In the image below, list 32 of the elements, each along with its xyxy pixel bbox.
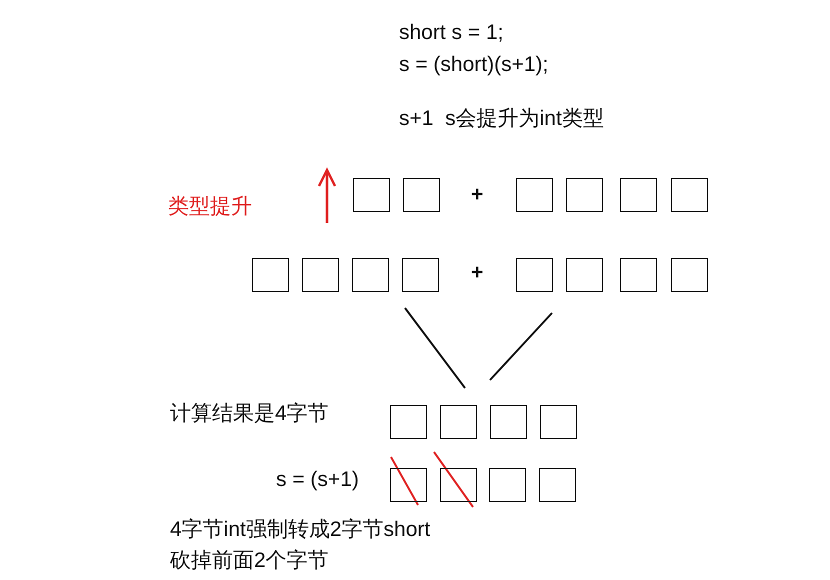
code-line: s = (short)(s+1);: [399, 52, 548, 78]
note-text: 计算结果是4字节: [170, 401, 329, 427]
code-line: short s = 1;: [399, 20, 504, 46]
byte-box: [352, 258, 389, 292]
plus-sign: +: [471, 182, 484, 208]
note-text: s+1 s会提升为int类型: [399, 106, 604, 132]
note-text: 砍掉前面2个字节: [170, 548, 329, 574]
byte-box: [353, 178, 390, 212]
annotation-text: 类型提升: [168, 194, 252, 220]
note-text: 4字节int强制转成2字节short: [170, 517, 430, 543]
byte-box: [516, 178, 553, 212]
byte-box: [440, 468, 477, 502]
byte-box: [402, 258, 439, 292]
expression-text: s = (s+1): [276, 467, 359, 493]
byte-box: [489, 468, 526, 502]
byte-box: [403, 178, 440, 212]
byte-box: [490, 405, 527, 439]
plus-sign: +: [471, 260, 484, 286]
byte-box: [620, 258, 657, 292]
byte-box: [671, 178, 708, 212]
byte-box: [566, 258, 603, 292]
byte-box: [671, 258, 708, 292]
byte-box: [620, 178, 657, 212]
byte-box: [566, 178, 603, 212]
byte-box: [390, 468, 427, 502]
byte-box: [539, 468, 576, 502]
byte-box: [252, 258, 289, 292]
byte-box: [390, 405, 427, 439]
byte-box: [540, 405, 577, 439]
byte-box: [516, 258, 553, 292]
byte-box: [440, 405, 477, 439]
byte-box: [302, 258, 339, 292]
